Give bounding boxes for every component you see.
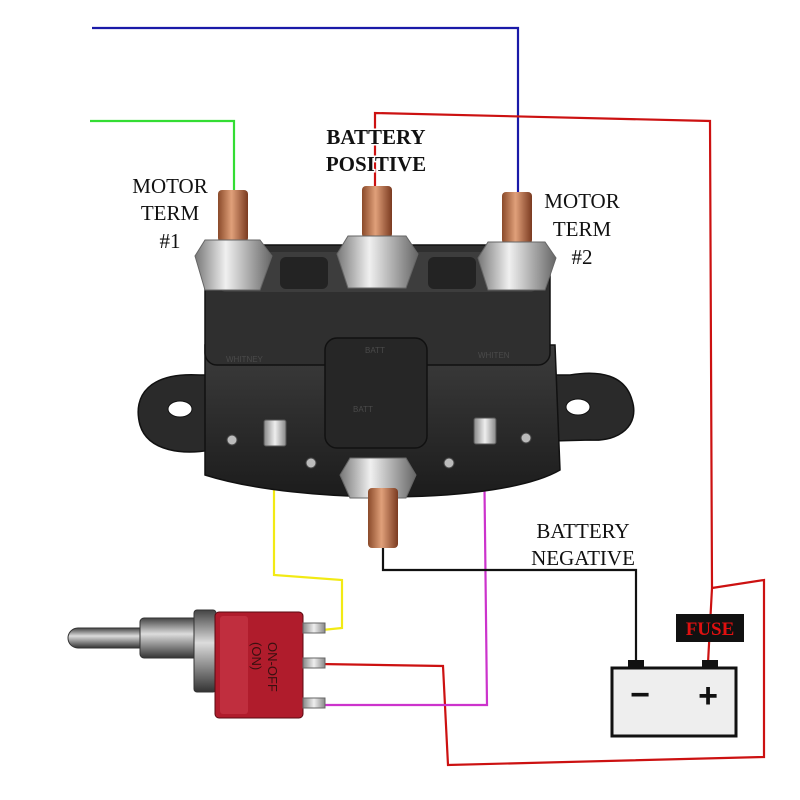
battery: − +: [610, 660, 738, 738]
battery-plus-sign: +: [698, 677, 718, 715]
label-battery-positive-line2: POSITIVE: [326, 152, 426, 176]
motor-terminal-1: [194, 190, 273, 291]
label-motor-term-2-line1: MOTOR: [544, 189, 619, 213]
screw-mid-right: [443, 457, 455, 469]
coil-tab-right: [473, 417, 497, 445]
label-motor-term-2-line3: #2: [572, 245, 593, 269]
toggle-body-highlight: [220, 616, 248, 714]
toggle-switch: ON-OFF (ON): [67, 609, 326, 719]
label-motor-term-1-line2: TERM: [141, 201, 200, 225]
top-pad-1: [280, 257, 328, 289]
label-battery-negative: BATTERY NEGATIVE: [531, 519, 635, 570]
screw-mid-left: [305, 457, 317, 469]
label-motor-term-2: MOTOR TERM #2: [544, 189, 619, 269]
marking-left: WHITNEY: [226, 355, 264, 364]
switch-pin-top: [302, 622, 326, 634]
marking-top: BATT: [365, 346, 385, 355]
red-wire-battery-positive: [373, 111, 714, 664]
label-motor-term-2-line2: TERM: [553, 217, 612, 241]
label-motor-term-1-line1: MOTOR: [132, 174, 207, 198]
label-motor-term-1-line3: #1: [160, 229, 181, 253]
label-motor-term-1: MOTOR TERM #1: [132, 174, 207, 253]
battery-terminal-positive: [702, 660, 718, 669]
top-pad-2: [428, 257, 476, 289]
label-battery-negative-line2: NEGATIVE: [531, 546, 635, 570]
coil-tab-left: [263, 419, 287, 447]
blue-wire: [92, 26, 520, 192]
label-battery-positive-line1: BATTERY: [326, 125, 425, 149]
red-wire-switch: [319, 578, 766, 767]
battery-negative-terminal: [339, 457, 417, 548]
screw-left: [226, 434, 238, 446]
black-wire: [381, 548, 638, 664]
mount-hole-left: [167, 400, 193, 418]
switch-pin-middle: [302, 657, 326, 669]
label-battery-positive: BATTERY POSITIVE: [324, 124, 427, 178]
switch-marking-2: (ON): [249, 642, 264, 670]
fuse-label: FUSE: [686, 619, 735, 640]
label-battery-negative-line1: BATTERY: [536, 519, 629, 543]
center-boss: [324, 337, 428, 449]
green-wire: [90, 119, 236, 195]
battery-minus-sign: −: [630, 676, 650, 714]
magenta-wire: [320, 444, 489, 707]
marking-bottom: BATT: [353, 405, 373, 414]
motor-terminal-2: [477, 192, 557, 291]
toggle-collar: [139, 617, 199, 659]
fuse-label-box: [676, 614, 744, 642]
battery-terminal-negative: [628, 660, 644, 669]
battery-body: [610, 666, 738, 738]
switch-marking-1: ON-OFF: [265, 642, 280, 692]
marking-right: WHITEN: [478, 351, 510, 360]
mount-hole-right: [565, 398, 591, 416]
battery-positive-terminal: [336, 186, 419, 289]
toggle-nut: [193, 609, 217, 693]
yellow-wire: [272, 443, 344, 632]
solenoid: BATT BATT WHITNEY WHITEN: [137, 186, 635, 548]
switch-pin-bottom: [302, 697, 326, 709]
screw-right: [520, 432, 532, 444]
